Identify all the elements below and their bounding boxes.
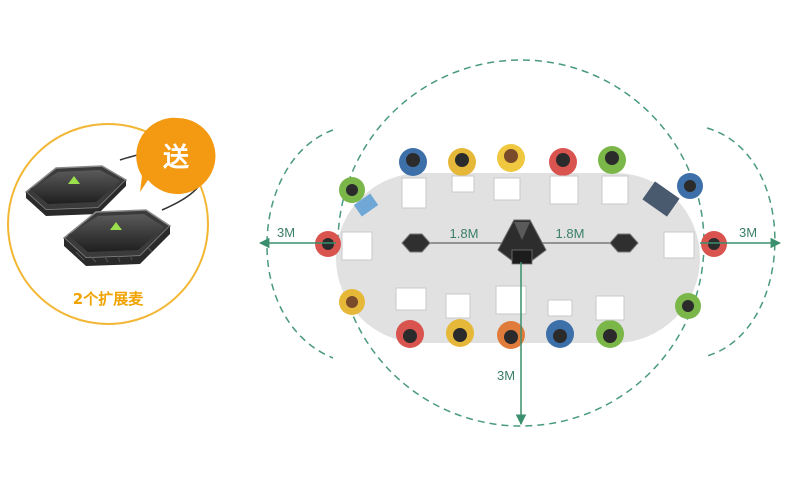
- attendee-icon: [701, 231, 727, 257]
- right-mic-distance-label: 1.8M: [556, 226, 585, 241]
- laptop-icon: [395, 287, 427, 311]
- left-mic-distance-label: 1.8M: [450, 226, 479, 241]
- gift-badge: 送: [136, 117, 216, 194]
- attendee-icon: [675, 293, 701, 319]
- document-icon: [341, 231, 373, 261]
- attendee-icon: [549, 148, 577, 176]
- extension-mic-icon: [24, 165, 128, 216]
- extension-mic-icon: [401, 233, 431, 253]
- gift-badge-text: 送: [163, 143, 189, 173]
- laptop-icon: [451, 175, 475, 193]
- chart-paper-icon: [601, 175, 629, 205]
- chart-paper-icon: [549, 175, 579, 205]
- coverage-diagram: 1.8M 1.8M 3M 3M 3M: [258, 59, 782, 427]
- extension-mic-icon: [609, 233, 639, 253]
- attendee-icon: [598, 146, 626, 174]
- left-range-label: 3M: [277, 225, 295, 240]
- attendee-icon: [546, 320, 574, 348]
- laptop-icon: [547, 299, 573, 317]
- attendee-icon: [448, 148, 476, 176]
- attendee-icon: [497, 144, 525, 172]
- attendee-icon: [596, 320, 624, 348]
- chart-paper-icon: [595, 295, 625, 321]
- promo-panel: 送 2个扩展麦: [7, 117, 216, 325]
- right-range-label: 3M: [739, 225, 757, 240]
- attendee-icon: [677, 173, 703, 199]
- laptop-icon: [642, 181, 680, 217]
- attendee-icon: [399, 148, 427, 176]
- coverage-arc-right: [706, 127, 776, 357]
- extension-mic-icon: [62, 209, 172, 266]
- tablet-icon: [353, 193, 379, 217]
- attendee-icon: [339, 289, 365, 315]
- promo-caption: 2个扩展麦: [73, 290, 144, 308]
- attendee-icon: [446, 319, 474, 347]
- chart-paper-icon: [493, 177, 521, 201]
- attendee-icon: [396, 320, 424, 348]
- gift-badge-bubble: [136, 117, 216, 194]
- bottom-range-label: 3M: [497, 368, 515, 383]
- attendee-icon: [315, 231, 341, 257]
- document-icon: [401, 177, 427, 209]
- chart-paper-icon: [445, 293, 471, 319]
- conference-phone-icon: [497, 219, 547, 265]
- attendee-icon: [497, 321, 525, 349]
- attendee-icon: [339, 177, 365, 203]
- laptop-icon: [663, 231, 695, 259]
